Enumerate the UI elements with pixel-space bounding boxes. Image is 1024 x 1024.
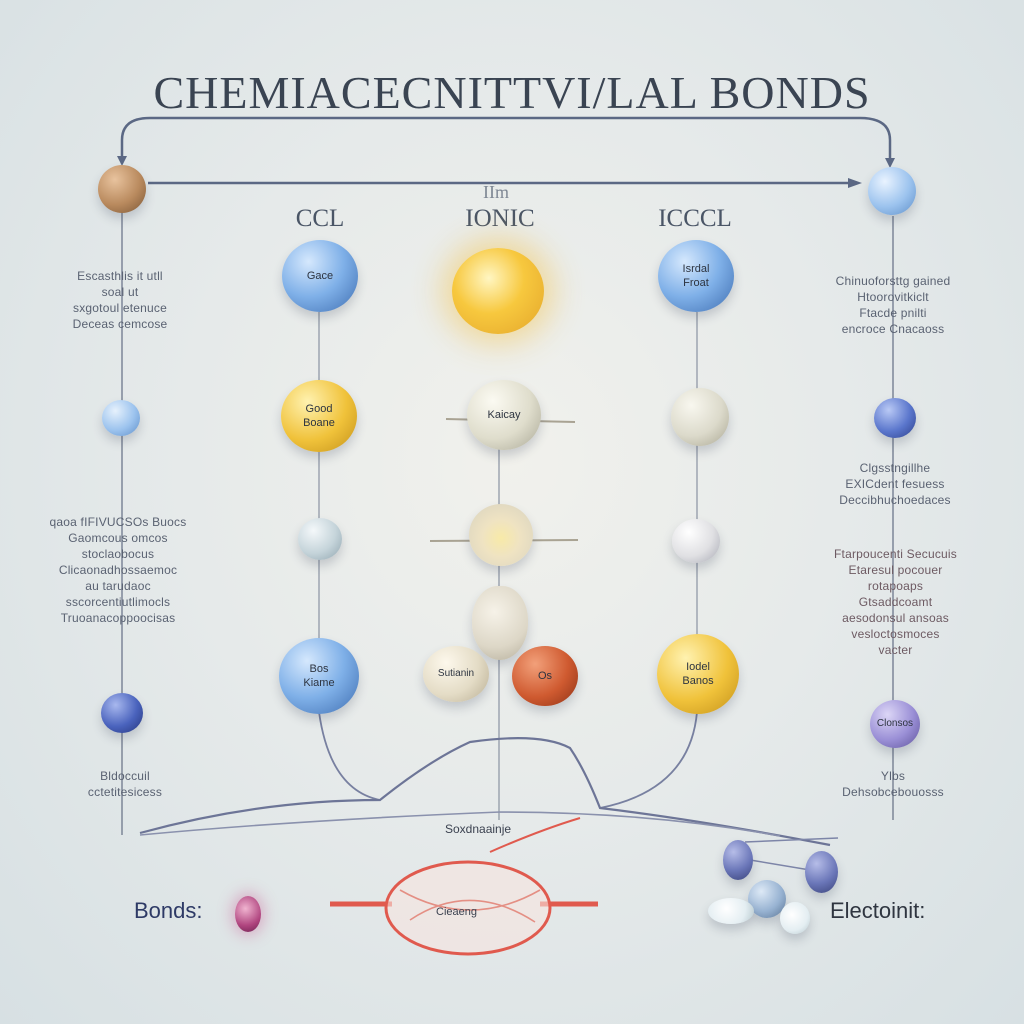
column-label-right: ICCCL — [658, 205, 732, 232]
molecule-atom-2 — [805, 851, 838, 893]
note-left-2: qaoa fIFIVUCSOs Buocs Gaomcous omcos sto… — [49, 515, 187, 625]
note-right-4: Ylbs Dehsobcebouosss — [842, 769, 944, 799]
molecule-lobe-left — [708, 898, 754, 924]
column-sublabel-middle: IIm — [483, 182, 509, 202]
atom-sphere-middle-core — [469, 504, 533, 566]
molecule-atom-1 — [723, 840, 753, 880]
atom-sphere-far-right-mid — [874, 398, 916, 438]
blue-atom-sphere-top-right — [868, 167, 916, 215]
bronze-atom-sphere — [98, 165, 146, 213]
note-left-1: Escasthlis it utll soal ut sxgotoul eten… — [72, 269, 168, 331]
atom-label: Os — [537, 670, 553, 682]
note-right-3: Ftarpoucenti Secucuis Etaresul pocouer r… — [834, 547, 957, 657]
atom-label: Sutianin — [437, 668, 475, 679]
column-label-middle: IONIC — [465, 205, 535, 232]
atom-label: Kaicay — [487, 409, 521, 421]
atom-label: Gace — [306, 270, 334, 282]
note-left-3: Bldoccuil cctetitesicess — [87, 769, 163, 799]
atom-sphere-middle-mid: Kaicay — [467, 380, 541, 450]
column-label-left: CCL — [295, 205, 345, 232]
atom-sphere-middle-bottom-right: Os — [512, 646, 578, 706]
atom-sphere-right-top: Isrdal Froat — [658, 240, 734, 312]
atom-label: Isrdal Froat — [682, 263, 710, 289]
atom-sphere-left-bottom: Bos Kiame — [279, 638, 359, 714]
page-title: CHEMIACECNITTVI/LAL BONDS — [153, 67, 871, 118]
atom-sphere-left-top: Gace — [282, 240, 358, 312]
ellipse-label: Cieaeng — [436, 906, 477, 918]
molecule-atom-3 — [748, 880, 786, 918]
atom-sphere-left-small — [298, 518, 342, 560]
atom-sphere-far-left-mid — [102, 400, 140, 436]
atom-label: Good Boane — [303, 403, 335, 429]
center-wave-label: Soxdnaainje — [445, 822, 512, 836]
atom-sphere-left-mid: Good Boane — [281, 380, 357, 452]
atom-sphere-right-mid — [671, 388, 729, 446]
molecule-lobe-right — [780, 902, 810, 934]
note-right-2: Clgsstngillhe EXICdent fesuess Deccibhuc… — [839, 461, 951, 507]
atom-lobe-middle — [472, 586, 528, 660]
atom-sphere-middle-bottom-left: Sutianin — [423, 646, 489, 702]
atom-label: Bos Kiame — [303, 663, 335, 689]
note-right-1: Chinuoforsttg gained Htoorovitkiclt Ftac… — [835, 274, 951, 336]
atom-label: Iodel Banos — [682, 661, 714, 687]
bonds-label: Bonds: — [134, 898, 203, 923]
atom-sphere-far-right-bottom: Clonsos — [870, 700, 920, 748]
electron-label: Electoinit: — [830, 898, 926, 923]
atom-label: Clonsos — [876, 718, 914, 729]
atom-sphere-far-left-bottom — [101, 693, 143, 733]
ionic-glowing-sphere — [452, 248, 544, 334]
atom-sphere-right-bottom: Iodel Banos — [657, 634, 739, 714]
atom-sphere-right-small — [672, 519, 720, 563]
pink-electron-sphere — [235, 896, 261, 932]
